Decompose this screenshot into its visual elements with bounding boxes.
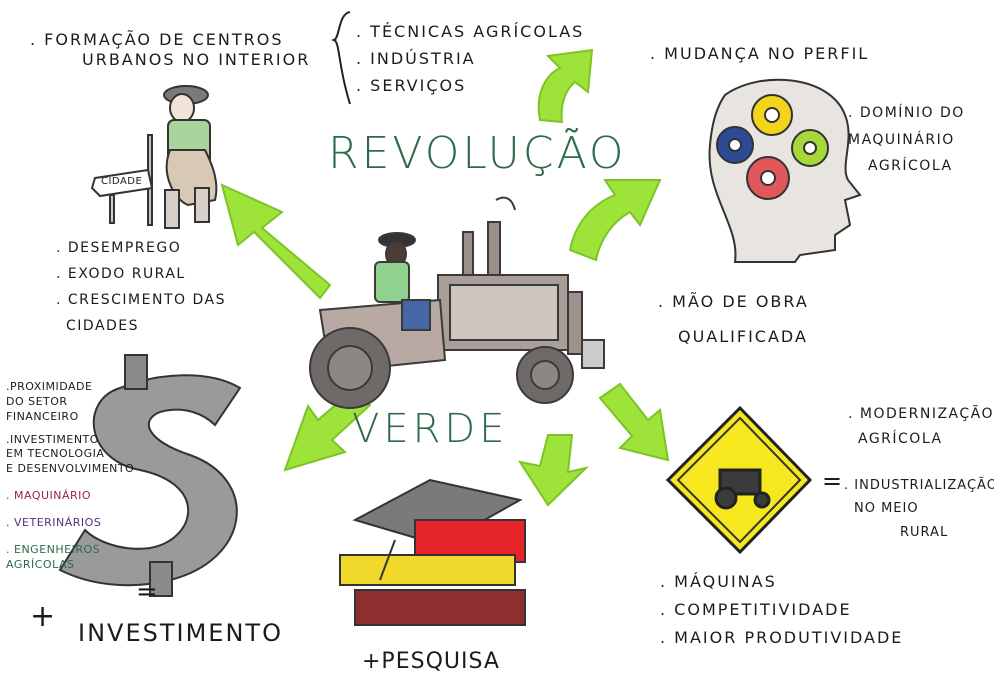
- left-bottom-result: INVESTIMENTO: [78, 618, 283, 648]
- right-mid-line-2: QUALIFICADA: [658, 319, 809, 354]
- title-verde: VERDE: [352, 406, 509, 452]
- walking-farmer-figure: [92, 86, 216, 228]
- right-bottom-equals: =: [822, 466, 844, 496]
- right-bottom-item-3: . MAIOR PRODUTIVIDADE: [660, 624, 903, 652]
- left-mid-item-4: CIDADES: [56, 314, 226, 340]
- left-bottom-plus: +: [30, 598, 57, 636]
- left-bottom-item-4: .INVESTIMENTO: [6, 433, 134, 448]
- left-mid-item-1: . DESEMPREGO: [56, 236, 226, 262]
- left-bottom-item-3: FINANCEIRO: [6, 410, 134, 425]
- left-bottom-equals: =: [136, 576, 160, 609]
- arrow-up-left: [222, 185, 330, 298]
- arrow-down-right: [600, 384, 668, 460]
- right-mid-line-1: . MÃO DE OBRA: [658, 284, 809, 319]
- left-bottom-item-2: DO SETOR: [6, 395, 134, 410]
- right-bottom-item-1: . MÁQUINAS: [660, 568, 903, 596]
- left-bottom-item-9: . ENGENHEIROS: [6, 543, 134, 558]
- brace-item-1: . TÉCNICAS AGRÍCOLAS: [356, 18, 584, 45]
- head-with-gears: [710, 80, 860, 262]
- left-mid-item-2: . EXODO RURAL: [56, 262, 226, 288]
- arrow-down: [520, 435, 586, 505]
- tractor-warning-sign: [668, 408, 810, 552]
- right-bottom-item-2: . COMPETITIVIDADE: [660, 596, 903, 624]
- left-bottom-item-7: . MAQUINÁRIO: [6, 489, 134, 504]
- bottom-center-label: +PESQUISA: [362, 648, 500, 676]
- right-bottom-list: . MÁQUINAS . COMPETITIVIDADE . MAIOR PRO…: [660, 568, 903, 652]
- modernization-line-2: AGRÍCOLA: [848, 427, 994, 452]
- left-mid-item-3: . CRESCIMENTO DAS: [56, 288, 226, 314]
- left-bottom-item-10: AGRÍCOLAS: [6, 558, 134, 573]
- left-bottom-list: .PROXIMIDADE DO SETOR FINANCEIRO .INVEST…: [6, 380, 134, 572]
- top-right-title: . MUDANÇA NO PERFIL: [650, 44, 869, 64]
- left-bottom-item-8: . VETERINÁRIOS: [6, 516, 134, 531]
- left-bottom-item-6: E DESENVOLVIMENTO: [6, 462, 134, 477]
- left-mid-list: . DESEMPREGO . EXODO RURAL . CRESCIMENTO…: [56, 236, 226, 340]
- city-sign-label: CIDADE: [101, 176, 142, 189]
- top-left-line-1: . FORMAÇÃO DE CENTROS: [30, 30, 310, 50]
- books-with-graduation-cap: [340, 480, 525, 625]
- industrialization-line-2: NO MEIO: [844, 497, 994, 520]
- domain-line-3: AGRÍCOLA: [848, 153, 965, 180]
- left-bottom-item-5: EM TECNOLOGIA: [6, 447, 134, 462]
- brace-item-2: . INDÚSTRIA: [356, 45, 584, 72]
- domain-text: . DOMÍNIO DO MAQUINÁRIO AGRÍCOLA: [848, 100, 965, 180]
- top-left-text: . FORMAÇÃO DE CENTROS URBANOS NO INTERIO…: [30, 30, 310, 70]
- brace-list: . TÉCNICAS AGRÍCOLAS . INDÚSTRIA . SERVI…: [356, 18, 584, 100]
- domain-line-2: MAQUINÁRIO: [848, 127, 965, 154]
- brace: [334, 12, 350, 104]
- domain-line-1: . DOMÍNIO DO: [848, 100, 965, 127]
- top-left-line-2: URBANOS NO INTERIOR: [30, 50, 310, 70]
- right-bottom-modernization: . MODERNIZAÇÃO AGRÍCOLA: [848, 402, 994, 452]
- industrialization-line-3: RURAL: [844, 521, 994, 544]
- industrialization-line-1: . INDUSTRIALIZAÇÃO: [844, 474, 994, 497]
- left-bottom-item-1: .PROXIMIDADE: [6, 380, 134, 395]
- brace-item-3: . SERVIÇOS: [356, 72, 584, 99]
- tractor-drawing: [310, 198, 604, 408]
- title-revolucao: REVOLUÇÃO: [328, 128, 627, 179]
- arrow-curved-right: [570, 180, 660, 260]
- modernization-line-1: . MODERNIZAÇÃO: [848, 402, 994, 427]
- right-bottom-industrialization: . INDUSTRIALIZAÇÃO NO MEIO RURAL: [844, 474, 994, 544]
- right-mid-text: . MÃO DE OBRA QUALIFICADA: [658, 284, 809, 354]
